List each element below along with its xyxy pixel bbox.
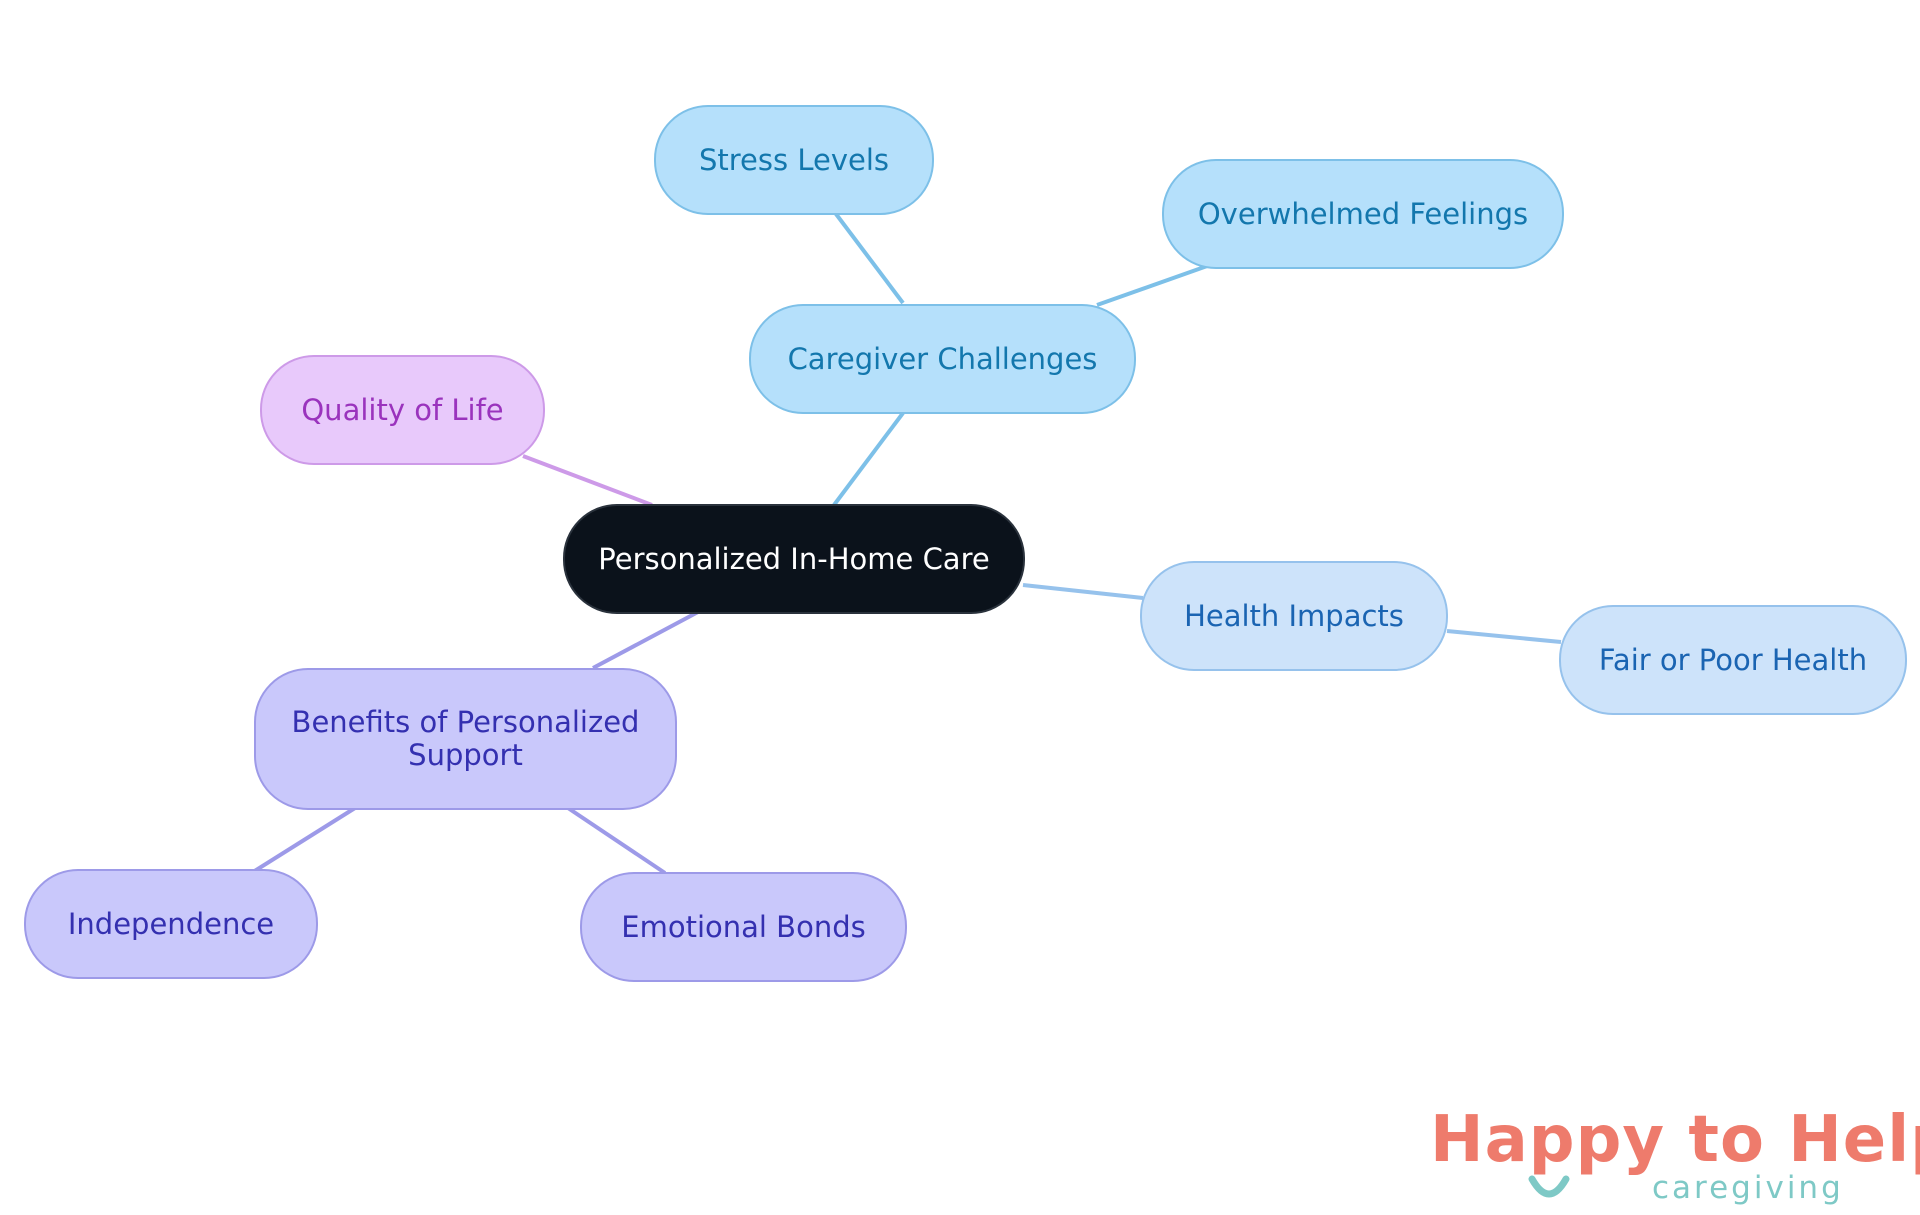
node-independence-label: Independence — [67, 906, 275, 941]
node-benefits-label-line2: Support — [408, 738, 523, 772]
node-benefits-label-line1: Benefits of Personalized — [291, 705, 640, 739]
node-overwhelmed-feelings: Overwhelmed Feelings — [1162, 159, 1564, 269]
node-emotional-bonds-label: Emotional Bonds — [621, 909, 866, 944]
central-node: Personalized In-Home Care — [563, 504, 1025, 614]
central-node-label: Personalized In-Home Care — [598, 541, 990, 576]
edge-central-quality — [522, 454, 653, 507]
logo-tagline: caregiving — [1652, 1170, 1844, 1206]
edge-caregiver-overwhelmed — [1096, 263, 1211, 307]
node-benefits-personalized-support: Benefits of Personalized Support — [254, 668, 677, 810]
edge-health-fair — [1446, 629, 1562, 644]
smile-icon — [1528, 1175, 1570, 1198]
node-emotional-bonds: Emotional Bonds — [580, 872, 907, 982]
edge-central-benefits — [592, 610, 699, 670]
node-health-impacts-label: Health Impacts — [1184, 598, 1404, 633]
edge-central-health — [1022, 583, 1144, 600]
node-quality-of-life: Quality of Life — [260, 355, 545, 465]
logo-wordmark: Happy to Help — [1430, 1103, 1920, 1177]
node-independence: Independence — [24, 869, 318, 979]
node-stress-levels-label: Stress Levels — [698, 142, 889, 177]
node-fair-or-poor-health-label: Fair or Poor Health — [1598, 642, 1868, 677]
edge-caregiver-stress — [831, 208, 905, 305]
edge-benefits-emotional — [566, 806, 667, 875]
node-caregiver-challenges: Caregiver Challenges — [749, 304, 1136, 414]
node-stress-levels: Stress Levels — [654, 105, 934, 215]
node-health-impacts: Health Impacts — [1140, 561, 1448, 671]
brand-logo: Happy to Help caregiving — [1420, 1105, 1920, 1206]
edge-benefits-independence — [251, 806, 357, 874]
node-caregiver-challenges-label: Caregiver Challenges — [787, 341, 1098, 376]
node-quality-of-life-label: Quality of Life — [301, 392, 504, 427]
edge-central-caregiver — [832, 411, 905, 507]
node-overwhelmed-feelings-label: Overwhelmed Feelings — [1197, 196, 1529, 231]
node-fair-or-poor-health: Fair or Poor Health — [1559, 605, 1907, 715]
